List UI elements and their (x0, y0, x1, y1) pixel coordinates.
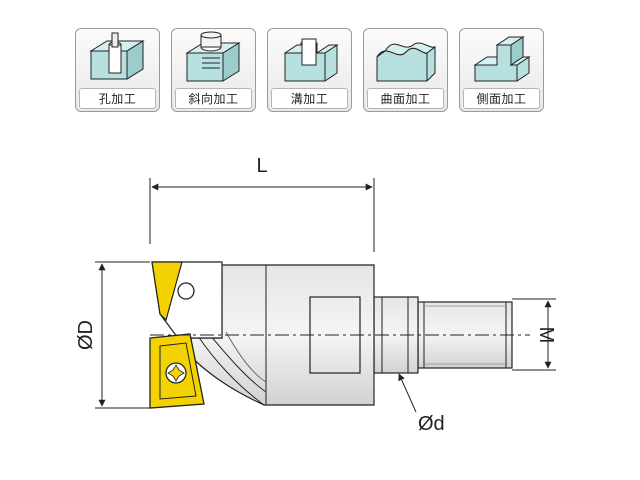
cutting-diameter-label: ØD (75, 320, 97, 350)
tile-hole-machining: 孔加工 (75, 28, 160, 112)
tile-label: 斜向加工 (175, 87, 252, 109)
thread-label: M (535, 327, 557, 344)
tile-label: 曲面加工 (367, 87, 444, 109)
tile-label: 孔加工 (79, 87, 156, 109)
tile-contour-machining: 曲面加工 (363, 28, 448, 112)
tile-slotting: 溝加工 (267, 28, 352, 112)
hole-machining-icon (88, 32, 145, 81)
upper-insert (151, 261, 223, 339)
length-label: L (256, 155, 267, 177)
operation-icons-row: 孔加工 斜向加工 (75, 28, 544, 112)
neck-diameter-label: Ød (418, 413, 445, 435)
ramping-icon (184, 31, 241, 83)
slotting-icon (282, 38, 339, 82)
thread-dimension: M (512, 298, 557, 371)
tile-label: 溝加工 (271, 87, 348, 109)
tile-label: 側面加工 (463, 87, 540, 109)
length-dimension: L (149, 155, 375, 252)
cutting-diameter-dimension: ØD (75, 261, 150, 409)
neck-diameter-dimension: Ød (398, 373, 445, 435)
side-milling-icon (472, 36, 531, 82)
contour-machining-icon (376, 43, 435, 82)
tile-side-milling: 側面加工 (459, 28, 544, 112)
lower-insert (149, 333, 205, 409)
tile-ramping: 斜向加工 (171, 28, 256, 112)
coolant-hole (177, 282, 195, 300)
